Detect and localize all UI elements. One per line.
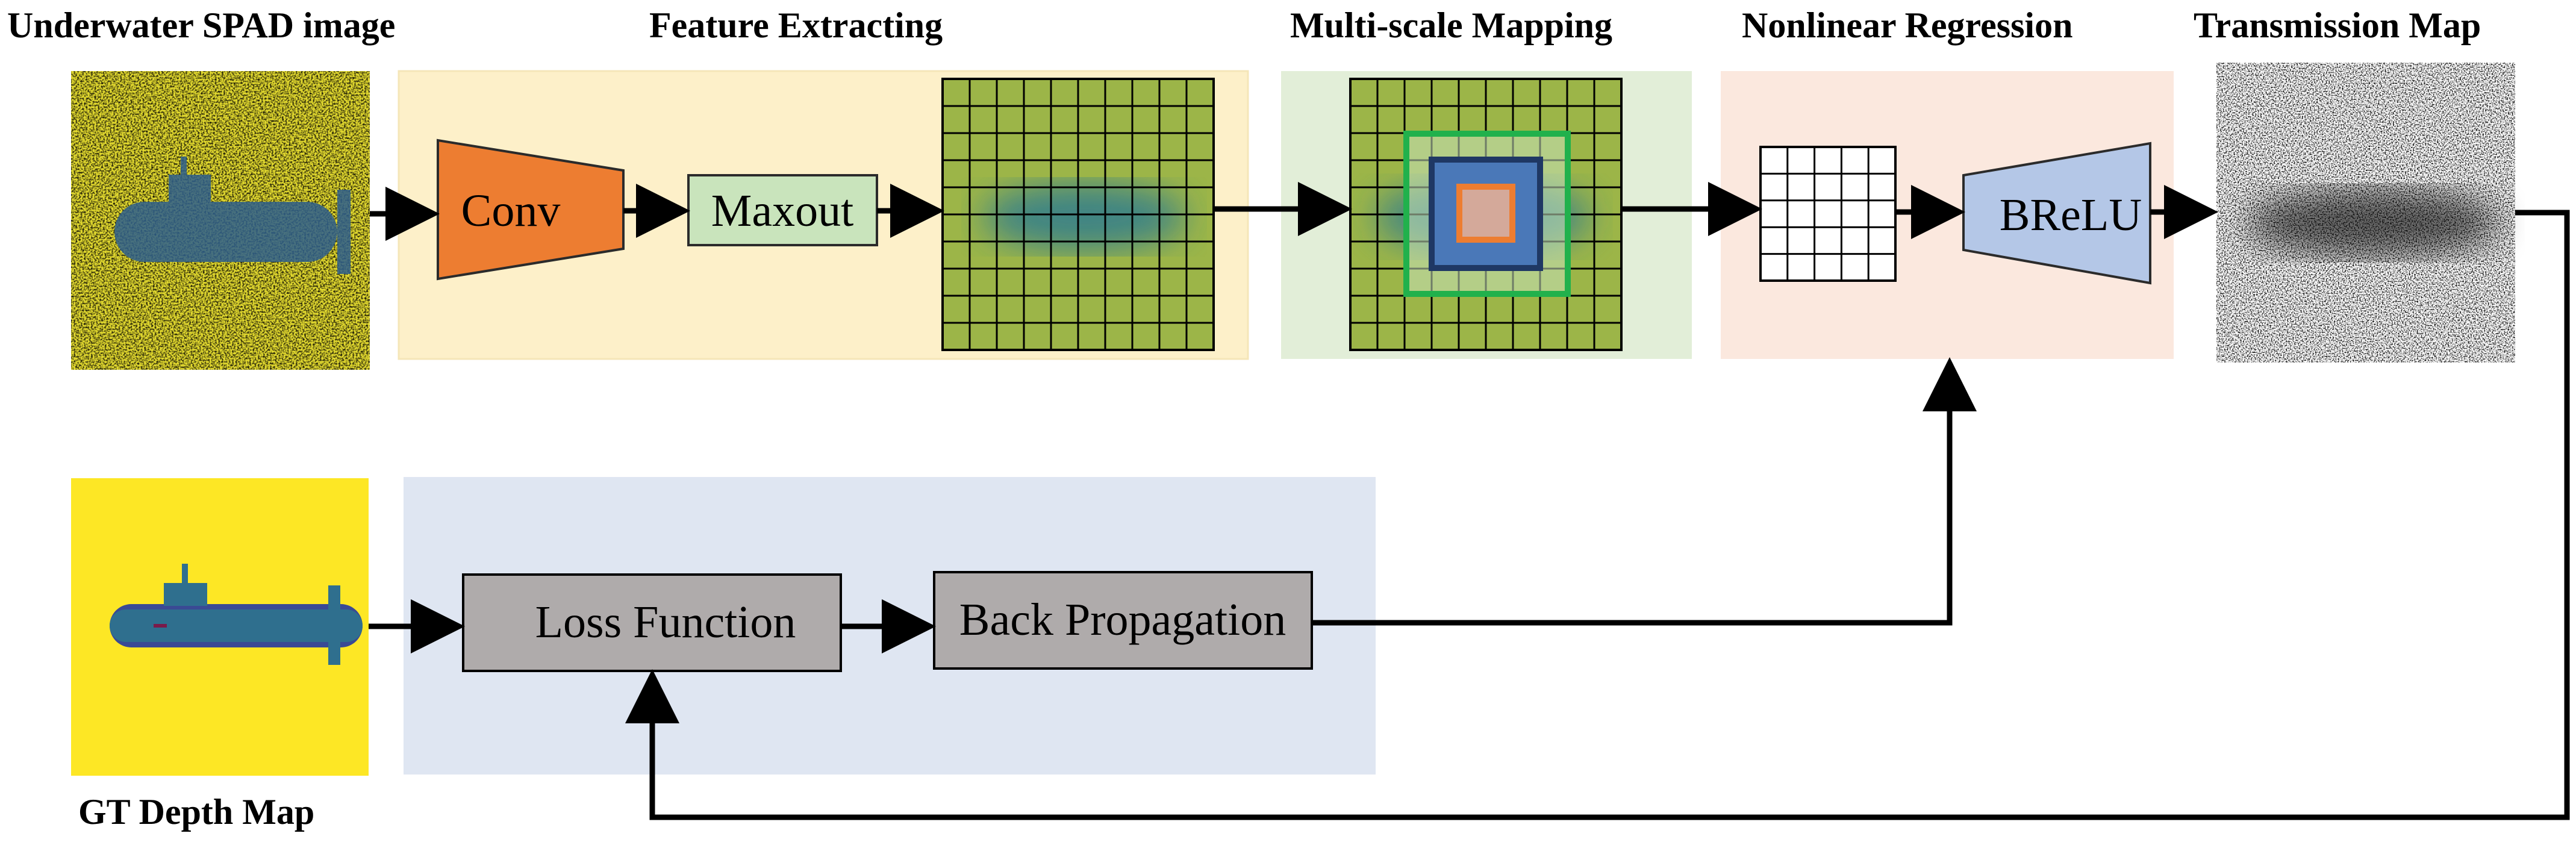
back-propagation-label: Back Propagation — [959, 594, 1286, 645]
loss-function-label: Loss Function — [535, 597, 796, 647]
back-propagation-block: Back Propagation — [933, 571, 1313, 670]
regression-grid — [1759, 146, 1897, 282]
gt-depth-map-image — [71, 478, 369, 776]
maxout-label: Maxout — [711, 185, 853, 236]
gt-depth-map-title: GT Depth Map — [78, 792, 314, 832]
transmission-map-image — [2216, 63, 2515, 363]
arrow-backprop-to-regression — [1312, 357, 1977, 626]
submarine-silhouette — [114, 157, 351, 274]
loss-function-block: Loss Function — [462, 573, 842, 672]
spad-image — [71, 71, 370, 370]
multiscale-mapping-title: Multi-scale Mapping — [1290, 5, 1612, 45]
transmission-map-title: Transmission Map — [2194, 5, 2481, 45]
conv-label: Conv — [461, 185, 561, 236]
nonlinear-regression-title: Nonlinear Regression — [1742, 5, 2072, 45]
brelu-block: BReLU — [1962, 142, 2151, 285]
flow-arrows — [369, 182, 2570, 820]
small-scale-square — [1456, 184, 1515, 243]
feature-extracting-title: Feature Extracting — [649, 5, 943, 45]
multiscale-grid — [1349, 78, 1623, 351]
conv-block: Conv — [437, 139, 625, 281]
brelu-label: BReLU — [2000, 190, 2142, 240]
maxout-block: Maxout — [687, 174, 878, 246]
feature-map-grid — [941, 78, 1215, 351]
spad-image-title: Underwater SPAD image — [7, 5, 395, 45]
arrow-transmission-to-loss — [625, 210, 2570, 820]
gt-submarine — [110, 564, 363, 665]
